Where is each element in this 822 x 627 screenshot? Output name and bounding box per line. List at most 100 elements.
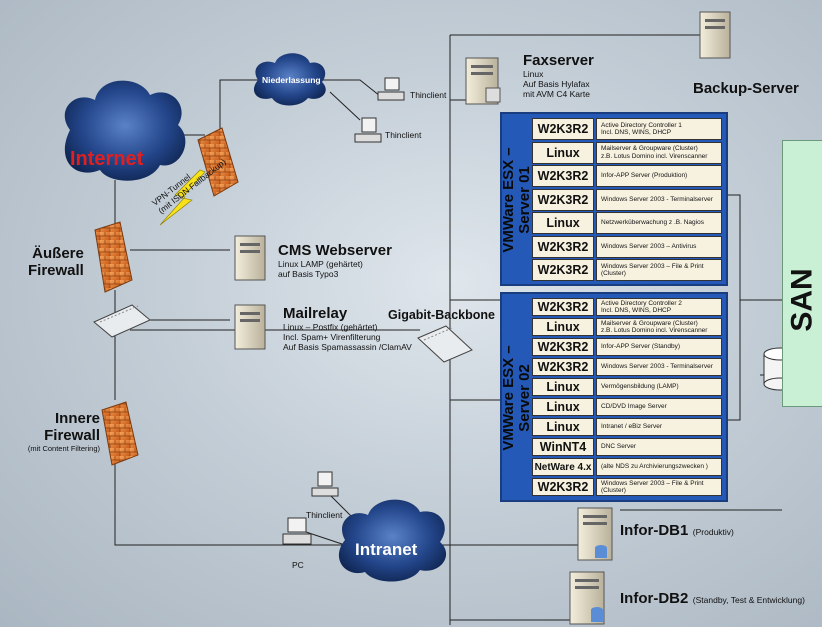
vm-os-label: NetWare 4.x xyxy=(532,458,594,476)
esx-server-01-title-line1: VMWare ESX – xyxy=(500,147,517,253)
esx1-vm-row: W2K3R2 Infor-APP Server (Produktion) xyxy=(532,165,722,187)
esx-server-02-title-line1: VMWare ESX – xyxy=(500,345,517,451)
cms-line2: auf Basis Typo3 xyxy=(278,269,339,279)
pc-icon xyxy=(282,517,312,545)
vm-description: Windows Server 2003 – File & Print(Clust… xyxy=(596,259,722,281)
vm-description-line2: z.B. Lotus Domino incl. Virenscanner xyxy=(601,152,708,160)
vm-os-label: W2K3R2 xyxy=(532,478,594,496)
vm-description-line1: DNC Server xyxy=(601,443,637,451)
thinclient-icon-1 xyxy=(377,77,405,101)
vm-description: Windows Server 2003 - Terminalserver xyxy=(596,358,722,376)
inner-firewall-label: Innere Firewall (mit Content Filtering) xyxy=(10,410,100,454)
mailrelay-line3: Auf Basis Spamassassin /ClamAV xyxy=(283,342,412,352)
vm-description-line2: (Cluster) xyxy=(601,270,626,277)
vm-os-label: Linux xyxy=(532,212,594,234)
vm-description-lines: Mailserver & Groupware (Cluster)z.B. Lot… xyxy=(601,145,707,160)
dmz-switch-icon xyxy=(93,304,151,338)
internet-cloud xyxy=(64,80,186,181)
mailrelay-line2: Incl. Spam+ Virenfilterung xyxy=(283,332,381,342)
vm-description-lines: Intranet / eBiz Server xyxy=(601,423,662,431)
vm-os-label: Linux xyxy=(532,378,594,396)
faxserver-line1: Linux xyxy=(523,69,544,79)
mailrelay-server-icon xyxy=(234,304,266,350)
vm-description-line1: Active Directory Controller 1 xyxy=(601,121,682,129)
vm-description-line1: Windows Server 2003 – File & Print xyxy=(601,262,704,270)
vm-description: DNC Server xyxy=(596,438,722,456)
vm-description-lines: Infor-APP Server (Produktion) xyxy=(601,172,687,180)
vm-description-lines: Windows Server 2003 – Antivirus xyxy=(601,243,696,251)
thinclient-label-3: Thinclient xyxy=(306,510,343,520)
vm-description-lines: Windows Server 2003 – File & Print(Clust… xyxy=(601,263,704,278)
esx2-vm-row: W2K3R2 Infor-APP Server (Standby) xyxy=(532,338,722,356)
esx1-vm-row: Linux Netzwerküberwachung z .B. Nagios xyxy=(532,212,722,234)
vm-description-line1: Windows Server 2003 – Antivirus xyxy=(601,242,697,250)
pc-label: PC xyxy=(292,560,304,570)
vm-description-line2: (Cluster) xyxy=(601,487,626,494)
vm-description: Windows Server 2003 – Antivirus xyxy=(596,235,722,258)
inner-firewall-icon xyxy=(101,401,139,466)
infor-db2-server-icon xyxy=(569,571,605,625)
vm-description-line2: z.B. Lotus Domino incl. Virenscanner xyxy=(601,327,708,334)
vm-os-label: W2K3R2 xyxy=(532,338,594,356)
vm-description: Mailserver & Groupware (Cluster)z.B. Lot… xyxy=(596,318,722,336)
vm-description-lines: Windows Server 2003 - Terminalserver xyxy=(601,363,713,371)
vm-description: Intranet / eBiz Server xyxy=(596,418,722,436)
infor-db2-label: Infor-DB2 (Standby, Test & Entwicklung) xyxy=(620,590,805,608)
vm-os-label: W2K3R2 xyxy=(532,165,594,187)
vm-description: CD/DVD Image Server xyxy=(596,398,722,416)
vm-description-lines: DNC Server xyxy=(601,443,636,451)
infor-db1-note: (Produktiv) xyxy=(692,527,734,537)
vm-description-line1: (alte NDS zu Archivierungszwecken ) xyxy=(601,463,708,471)
vm-description-line1: Windows Server 2003 – File & Print xyxy=(601,479,704,487)
intranet-cloud xyxy=(338,499,447,582)
esx1-vm-row: Linux Mailserver & Groupware (Cluster)z.B… xyxy=(532,141,722,164)
inner-firewall-line2: Firewall xyxy=(44,427,100,444)
vm-description-lines: (alte NDS zu Archivierungszwecken ) xyxy=(601,463,708,471)
branch-cloud xyxy=(253,53,326,106)
vm-description-lines: Infor-APP Server (Standby) xyxy=(601,343,680,351)
vm-os-label: WinNT4 xyxy=(532,438,594,456)
thinclient-icon-2 xyxy=(354,117,382,143)
vpn-lightning-icon xyxy=(159,169,206,226)
esx-server-01-title-line2: Server 01 xyxy=(516,166,533,234)
cms-server-icon xyxy=(234,235,266,281)
infor-db1-title: Infor-DB1 xyxy=(620,522,689,539)
san-storage: SAN xyxy=(782,140,822,407)
cms-line1: Linux LAMP (gehärtet) xyxy=(278,259,363,269)
intranet-label: Intranet xyxy=(355,540,418,559)
vm-os-label: W2K3R2 xyxy=(532,259,594,281)
backup-server-label: Backup-Server xyxy=(693,80,799,97)
faxserver-line3: mit AVM C4 Karte xyxy=(523,89,590,99)
vm-description-line1: Infor-APP Server (Standby) xyxy=(601,343,680,351)
vm-description: (alte NDS zu Archivierungszwecken ) xyxy=(596,458,722,476)
vm-os-label: Linux xyxy=(532,318,594,336)
vm-description: Netzwerküberwachung z .B. Nagios xyxy=(596,212,722,234)
esx2-vm-row: Linux Mailserver & Groupware (Cluster)z.B… xyxy=(532,318,722,336)
outer-firewall-icon xyxy=(94,221,133,293)
backbone-switch-icon xyxy=(417,325,473,363)
vm-description-line1: Infor-APP Server (Produktion) xyxy=(601,172,688,180)
vm-description: Infor-APP Server (Produktion) xyxy=(596,165,722,187)
faxserver-label: Faxserver Linux Auf Basis Hylafax mit AV… xyxy=(523,52,594,99)
infor-db1-server-icon xyxy=(577,507,613,561)
vm-description: Vermögensbildung (LAMP) xyxy=(596,378,722,396)
vm-description-line1: Mailserver & Groupware (Cluster) xyxy=(601,319,698,327)
cms-title: CMS Webserver xyxy=(278,242,392,259)
vm-description-lines: Netzwerküberwachung z .B. Nagios xyxy=(601,219,704,227)
vm-os-label: Linux xyxy=(532,141,594,164)
vm-description: Windows Server 2003 – File & Print(Clust… xyxy=(596,478,722,496)
esx1-vm-row: W2K3R2 Windows Server 2003 – File & Print… xyxy=(532,259,722,281)
vm-description-lines: Mailserver & Groupware (Cluster)z.B. Lot… xyxy=(601,320,707,335)
mailrelay-title: Mailrelay xyxy=(283,305,348,322)
vm-description-lines: CD/DVD Image Server xyxy=(601,403,667,411)
internet-label: Internet xyxy=(70,148,144,170)
vm-description-line1: Vermögensbildung (LAMP) xyxy=(601,383,679,391)
vm-description-line1: Windows Server 2003 - Terminalserver xyxy=(601,195,713,203)
inner-firewall-line1: Innere xyxy=(54,410,100,427)
